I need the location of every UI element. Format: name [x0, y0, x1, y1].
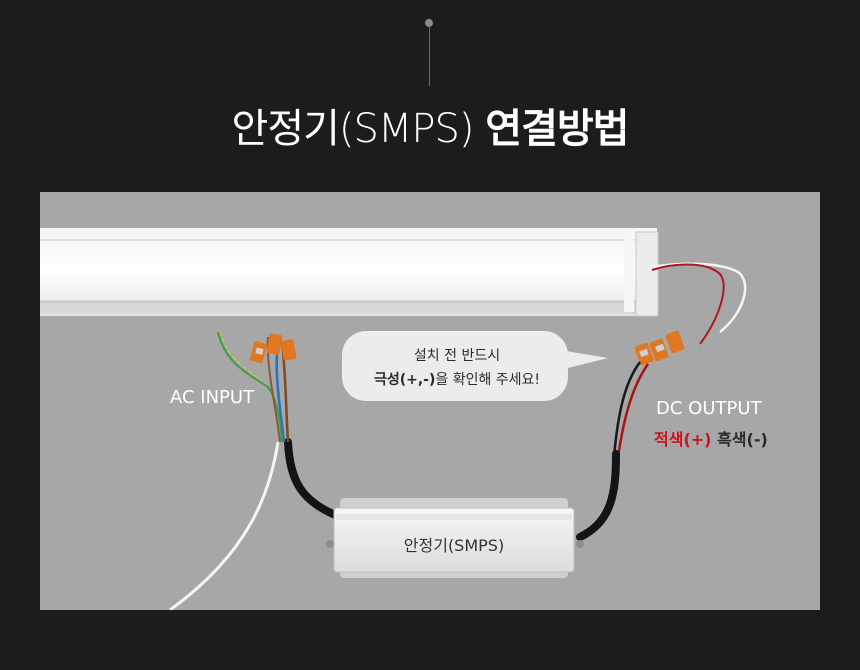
- bubble-line2-rest: 을 확인해 주세요!: [435, 372, 541, 388]
- smps-box: [326, 498, 584, 578]
- bubble-line2: 극성(+,-)을 확인해 주세요!: [344, 368, 570, 392]
- negative-label: 흑색(-): [717, 430, 768, 449]
- bubble-line1: 설치 전 반드시: [413, 348, 501, 364]
- bubble-text: 설치 전 반드시 극성(+,-)을 확인해 주세요!: [344, 344, 570, 392]
- speech-bubble: [342, 331, 608, 401]
- ac-input-label: AC INPUT: [170, 387, 255, 408]
- pin-dot-icon: [425, 19, 433, 27]
- smps-label: 안정기(SMPS): [403, 536, 505, 555]
- title-light: 안정기(SMPS): [231, 106, 475, 152]
- pin-line: [428, 26, 430, 86]
- dc-connectors: [634, 330, 685, 366]
- dc-cable: [576, 361, 650, 541]
- output-wires: [651, 262, 747, 345]
- bubble-polarity: 극성(+,-): [373, 372, 436, 388]
- positive-label: 적색(+): [654, 430, 712, 449]
- dc-output-label: DC OUTPUT: [656, 398, 762, 419]
- polarity-label: 적색(+) 흑색(-): [654, 426, 768, 450]
- wiring-illustration: [40, 228, 747, 610]
- ac-cable: [169, 331, 344, 610]
- ac-connectors: [250, 333, 297, 364]
- led-light-bar: [40, 228, 659, 317]
- wiring-photo: AC INPUT DC OUTPUT 적색(+) 흑색(-) 설치 전 반드시 …: [40, 192, 820, 610]
- page-title: 안정기(SMPS) 연결방법: [0, 96, 860, 154]
- title-bold: 연결방법: [485, 106, 629, 152]
